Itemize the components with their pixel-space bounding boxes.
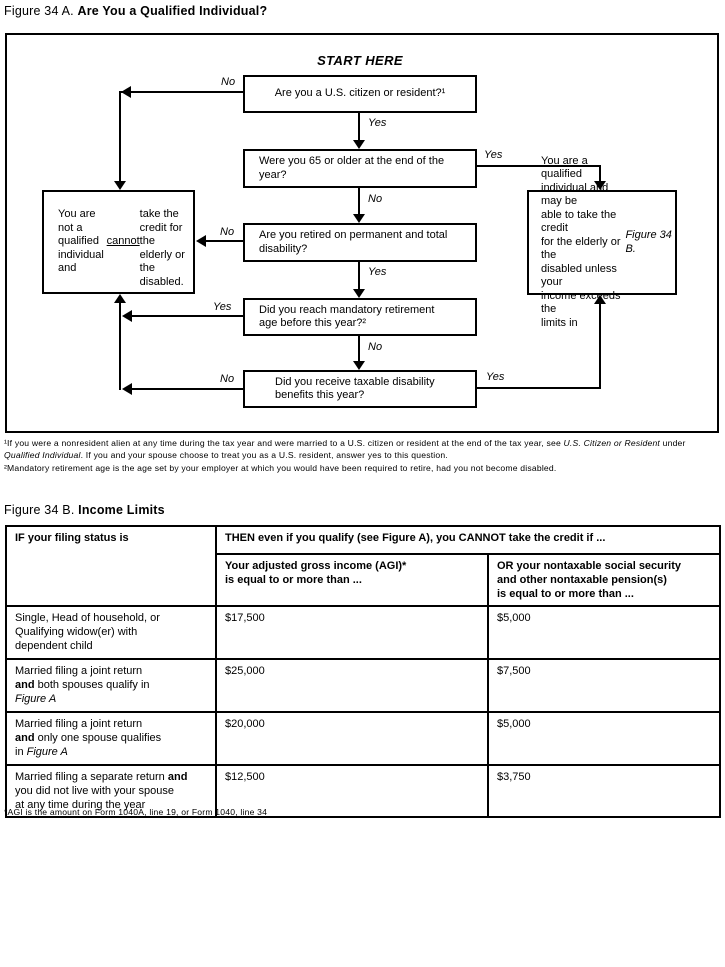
footnote-2: ²Mandatory retirement age is the age set… [4, 463, 557, 473]
figure-b-title: Figure 34 B. Income Limits [4, 503, 165, 517]
arrow-left-icon [122, 383, 132, 395]
then-header: THEN even if you qualify (see Figure A),… [214, 525, 722, 555]
arrow-left-icon [122, 310, 132, 322]
arrow-down-icon [353, 289, 365, 298]
flow-line-yes-age [477, 165, 601, 167]
flow-line-yes-disability [358, 262, 360, 291]
table-row: Married filing a joint return and only o… [5, 711, 722, 766]
flow-line-no-disability [205, 240, 243, 242]
arrow-left-icon [196, 235, 206, 247]
decision-label-yes: Yes [368, 266, 387, 278]
decision-label-no: No [368, 341, 383, 353]
question-box-age-65: Were you 65 or older at the end of the y… [243, 149, 477, 188]
decision-label-yes: Yes [368, 117, 387, 129]
flow-line-no-age [358, 188, 360, 216]
filing-status-cell: Married filing a separate return and you… [5, 764, 217, 818]
arrow-down-icon [594, 181, 606, 190]
table-header-row-2: Your adjusted gross income (AGI)* is equ… [6, 553, 722, 607]
flow-line-no-mandatory [358, 336, 360, 363]
filing-status-cell: Married filing a joint return and only o… [5, 711, 217, 766]
arrow-down-icon [114, 181, 126, 190]
arrow-down-icon [353, 214, 365, 223]
decision-label-no: No [221, 76, 236, 88]
flow-line-right-up [599, 304, 601, 389]
question-box-citizenship: Are you a U.S. citizen or resident?¹ [243, 75, 477, 113]
agi-footnote: *AGI is the amount on Form 1040A, line 1… [4, 807, 268, 817]
arrow-up-icon [114, 294, 126, 303]
ss-cell: $5,000 [486, 711, 722, 766]
arrow-down-icon [353, 140, 365, 149]
decision-label-yes: Yes [213, 301, 232, 313]
flow-line-no-citizen [120, 91, 243, 93]
social-security-header: OR your nontaxable social security and o… [486, 553, 722, 607]
flow-line-yes-age-down [599, 165, 601, 183]
decision-label-yes: Yes [484, 149, 503, 161]
decision-label-yes: Yes [486, 371, 505, 383]
decision-label-no: No [220, 373, 235, 385]
flow-line-yes-mandatory [130, 315, 243, 317]
flow-line-left-down [119, 91, 121, 183]
decision-label-no: No [368, 193, 383, 205]
table-row: Married filing a separate return and you… [5, 764, 722, 818]
agi-cell: $20,000 [215, 711, 489, 766]
table-row: Single, Head of household, or Qualifying… [5, 605, 722, 660]
flowchart-border [5, 33, 719, 433]
agi-cell: $17,500 [215, 605, 489, 660]
result-box-not-qualified: You are not a qualified individual and c… [42, 190, 195, 294]
figure-a-title: Figure 34 A. Are You a Qualified Individ… [4, 4, 268, 18]
ss-cell: $5,000 [486, 605, 722, 660]
agi-cell: $12,500 [215, 764, 489, 818]
agi-header: Your adjusted gross income (AGI)* is equ… [215, 553, 489, 607]
decision-label-no: No [220, 226, 235, 238]
question-box-disability: Are you retired on permanent and total d… [243, 223, 477, 262]
filing-status-header: IF your filing status is [5, 525, 217, 607]
table-row: Married filing a joint return and both s… [5, 658, 722, 713]
start-here-label: START HERE [317, 53, 403, 68]
flow-line-no-benefits [130, 388, 243, 390]
flow-line-yes-benefits [477, 387, 601, 389]
table-header-row-1: IF your filing status is THEN even if yo… [5, 525, 722, 607]
footnote-1: ¹If you were a nonresident alien at any … [4, 438, 686, 460]
flow-line-left-up [119, 303, 121, 390]
arrow-up-icon [594, 295, 606, 304]
income-limits-table: IF your filing status is THEN even if yo… [5, 525, 722, 818]
result-box-qualified: You are a qualified individual and may b… [527, 155, 677, 329]
filing-status-cell: Single, Head of household, or Qualifying… [5, 605, 217, 660]
question-box-mandatory-retirement: Did you reach mandatory retirement age b… [243, 298, 477, 336]
agi-cell: $25,000 [215, 658, 489, 713]
ss-cell: $3,750 [486, 764, 722, 818]
arrow-down-icon [353, 361, 365, 370]
ss-cell: $7,500 [486, 658, 722, 713]
arrow-left-icon [121, 86, 131, 98]
flow-line-yes-citizen [358, 113, 360, 142]
question-box-taxable-benefits: Did you receive taxable disability benef… [243, 370, 477, 408]
filing-status-cell: Married filing a joint return and both s… [5, 658, 217, 713]
